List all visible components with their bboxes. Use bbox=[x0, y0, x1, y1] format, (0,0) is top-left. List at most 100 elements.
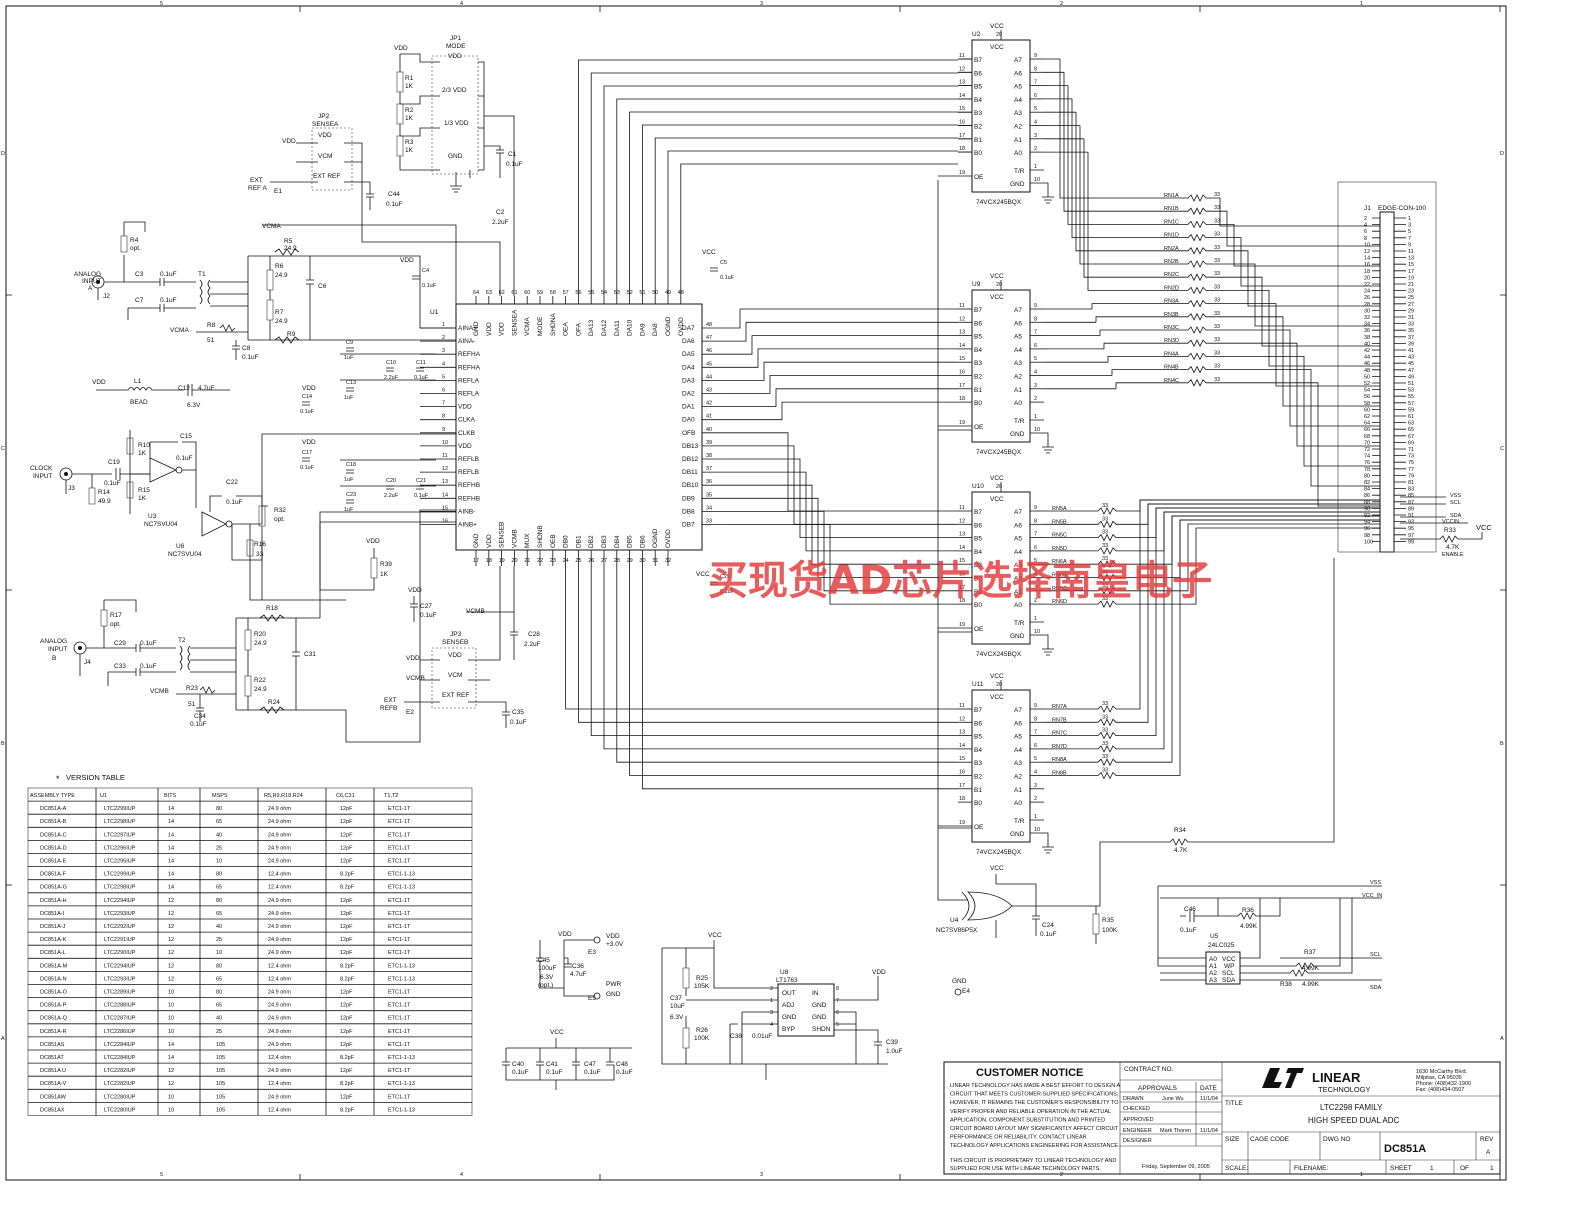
table-cell: 8.2pF bbox=[340, 976, 355, 982]
buffer-pin-number: 12 bbox=[959, 66, 965, 72]
pwr-label-2: GND bbox=[606, 991, 621, 998]
db-to-u11-wire bbox=[590, 706, 958, 736]
c9-ref: C9 bbox=[346, 340, 353, 346]
buffer-pin-a4: A4 bbox=[1014, 747, 1022, 754]
resnet-wire-rn7c bbox=[1044, 507, 1380, 740]
table-cell: 14 bbox=[168, 859, 174, 865]
table-cell: LTC2286IUP bbox=[104, 1029, 136, 1035]
buffer-pin-b4: B4 bbox=[974, 747, 982, 754]
c3-value: 0.1uF bbox=[160, 271, 177, 278]
clock-vdd-label: VDD bbox=[92, 379, 106, 386]
buffer-pin-number: 8 bbox=[1034, 716, 1037, 722]
table-cell: 24.9 ohm bbox=[268, 859, 291, 865]
u8-pin-number: 6 bbox=[836, 1010, 839, 1016]
c23-value: 1uF bbox=[344, 507, 354, 513]
buffer-pin-number: 16 bbox=[959, 572, 965, 578]
c9-value: 1uF bbox=[344, 355, 354, 361]
c38-value: 0.01uF bbox=[752, 1033, 772, 1040]
c12-value: 4.7uF bbox=[198, 385, 215, 392]
j1-pin-odd: 91 bbox=[1408, 513, 1414, 519]
capacitor-c25 bbox=[710, 581, 718, 586]
c45-voltage: 6.3V bbox=[540, 974, 554, 981]
c4-vdd: VDD bbox=[400, 257, 414, 264]
table-cell: 65 bbox=[216, 911, 222, 917]
c12-voltage: 6.3V bbox=[187, 402, 201, 409]
border-col-top: 5 bbox=[160, 1, 163, 7]
buffer-pin-b2: B2 bbox=[974, 374, 982, 381]
resnet-wire-rn6c bbox=[1044, 523, 1380, 595]
buffer-pin-number: 2 bbox=[1034, 146, 1037, 152]
c15-value: 0.1uF bbox=[176, 455, 193, 462]
r35-ref: R35 bbox=[1102, 917, 1114, 924]
u5-scl-pin: SCL bbox=[1222, 970, 1235, 977]
j1-pin-even: 80 bbox=[1364, 473, 1370, 479]
table-cell: ETC1-1T bbox=[388, 937, 411, 943]
u4-xor-section: VCC U4 NC7SV86P5X C24 0.1uF R34 4.7K R35… bbox=[936, 180, 1335, 944]
buffer-pin-gnd: GND bbox=[1010, 181, 1025, 188]
buffer-pin-number: 14 bbox=[959, 93, 965, 99]
u1-pin-name-oeb: OEB bbox=[550, 534, 557, 548]
u1-pin-number: 22 bbox=[537, 558, 543, 564]
address-4: Fax: (408)434-0507 bbox=[1416, 1087, 1464, 1093]
u1-pin-number: 12 bbox=[442, 466, 448, 472]
c1-value: 0.1uF bbox=[506, 161, 523, 168]
u9-ref: U9 bbox=[972, 281, 981, 288]
c21-value: 0.1uF bbox=[414, 493, 429, 499]
u1-pin-number: 64 bbox=[473, 290, 479, 296]
u1-pin-name-db2: DB2 bbox=[588, 535, 595, 548]
buffer-pin-b6: B6 bbox=[974, 70, 982, 77]
buffer-pin-b5: B5 bbox=[974, 84, 982, 91]
resnet-rn6c-value: 33 bbox=[1102, 583, 1108, 589]
r37-ref: R37 bbox=[1304, 949, 1316, 956]
resnet-rn5c-ref: RN5C bbox=[1052, 533, 1067, 539]
j1-pin-even: 78 bbox=[1364, 467, 1370, 473]
table-cell: DC851A-V bbox=[40, 1081, 67, 1087]
u1-pin-number: 30 bbox=[639, 558, 645, 564]
input-a-label-1: ANALOG bbox=[74, 271, 101, 278]
resnet-rn7c-ref: RN7C bbox=[1052, 731, 1067, 737]
table-cell: 12pF bbox=[340, 832, 353, 838]
r34-value: 4.7K bbox=[1174, 847, 1188, 854]
c13-value: 1uF bbox=[344, 395, 354, 401]
resnet-rn1b-ref: RN1B bbox=[1164, 206, 1179, 212]
u5-sda-pin: SDA bbox=[1222, 977, 1236, 984]
table-cell: 105 bbox=[216, 1068, 225, 1074]
pwr-vdd: VDD bbox=[558, 931, 572, 938]
resnet-rn4c-ref: RN4C bbox=[1164, 378, 1179, 384]
bypass-vcc: VCC bbox=[550, 1029, 564, 1036]
resnet-rn3d-ref: RN3D bbox=[1164, 338, 1179, 344]
c38-ref: C38 bbox=[730, 1033, 742, 1040]
u1-pin-number: 24 bbox=[563, 558, 569, 564]
jp3-ref: JP3 bbox=[450, 631, 462, 638]
ext-refa-2: REF A bbox=[248, 185, 267, 192]
u1-pin-number: 60 bbox=[524, 290, 530, 296]
j1-pin-odd: 67 bbox=[1408, 434, 1414, 440]
buffer-pin-number: 4 bbox=[1034, 572, 1037, 578]
u5-wp: WP bbox=[1224, 963, 1234, 970]
u4-ref: U4 bbox=[950, 917, 959, 924]
buffer-pin-number: 4 bbox=[1034, 770, 1037, 776]
resnet-top-wire-rn4b bbox=[1044, 365, 1380, 487]
u1-pin-name-sensea: SENSEA bbox=[511, 309, 518, 336]
u1-pin-name-da13: DA13 bbox=[588, 319, 595, 336]
u1-pin-number: 41 bbox=[706, 414, 712, 420]
notice-line: CIRCUIT THAT MEETS CUSTOMER-SUPPLIED SPE… bbox=[950, 1092, 1119, 1098]
r35-value: 100K bbox=[1102, 927, 1118, 934]
u1-body bbox=[455, 303, 703, 551]
c4-ref: C4 bbox=[422, 268, 429, 274]
jp1-row-1-3vdd: 1/3 VDD bbox=[444, 120, 469, 127]
u8-pin-in: IN bbox=[812, 990, 819, 997]
u1-pin-number: 17 bbox=[473, 558, 479, 564]
table-cell: DC851A-A bbox=[40, 806, 67, 812]
resnet-top-wire-rn1a bbox=[1044, 58, 1380, 227]
drawn-label: DRAWN bbox=[1123, 1096, 1144, 1102]
buffer-pin-number: 10 bbox=[1034, 629, 1040, 635]
j1-pin-even: 34 bbox=[1364, 322, 1370, 328]
buffer-pin-a3: A3 bbox=[1014, 110, 1022, 117]
u1-pin-number: 14 bbox=[442, 492, 448, 498]
j1-pin-odd: 49 bbox=[1408, 374, 1414, 380]
u1-pin-number: 28 bbox=[614, 558, 620, 564]
